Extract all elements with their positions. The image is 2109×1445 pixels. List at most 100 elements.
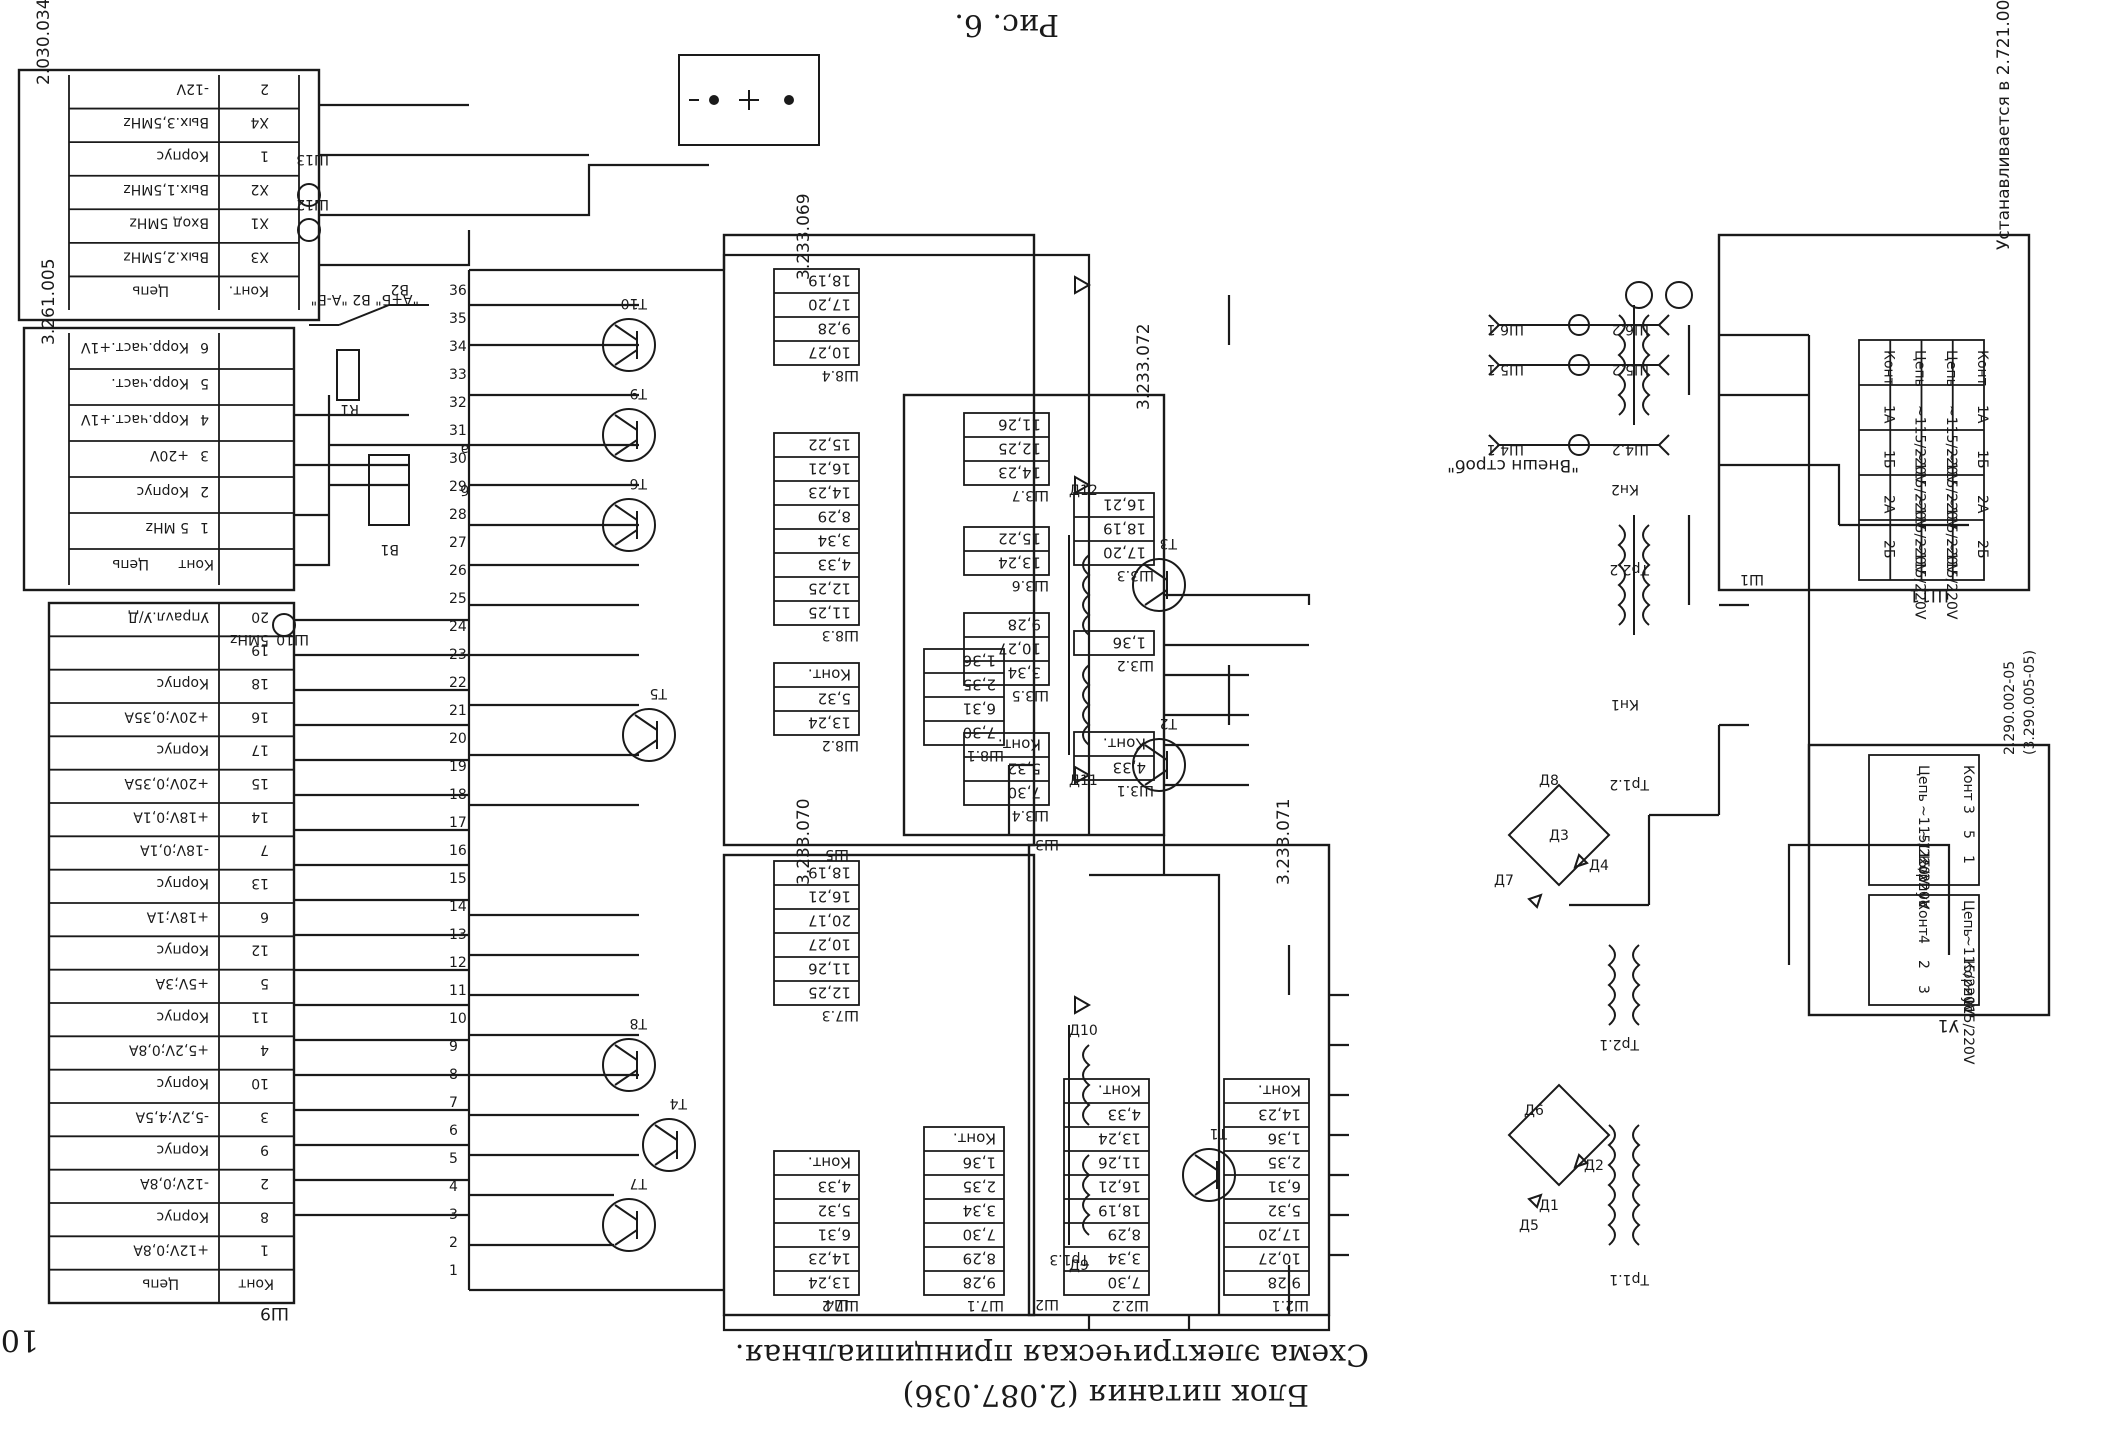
label-kn2: Кн2 [1611, 481, 1639, 497]
b3261-circuit: Корр.част.+1V [80, 339, 189, 355]
label-sh10: Ш10 [276, 631, 309, 647]
sh84-cell: 10,27 [808, 344, 851, 362]
label-sh3: Ш3 [1035, 836, 1059, 852]
sh81-cell: 6,31 [963, 700, 996, 718]
pin-number: 28 [449, 507, 467, 523]
sh34-label: Ш3.4 [1012, 807, 1049, 823]
transistor: Т9 [602, 385, 656, 462]
sh21-cell: 14,23 [1258, 1106, 1301, 1124]
pin-number: 36 [449, 283, 467, 299]
pin-number: 14 [449, 899, 467, 915]
sh36-label: Ш3.6 [1012, 577, 1049, 593]
pin-number: 34 [449, 339, 467, 355]
label-sh52: Ш5.2 [1612, 361, 1649, 377]
b2290-t1-header: Конт [1960, 765, 1976, 801]
b3261-circuit: 5 MHz [146, 519, 189, 535]
b2290-t1-cell: 5 [1960, 830, 1976, 839]
sh34-cell: 5,32 [1008, 760, 1041, 778]
pin-number: 23 [449, 647, 467, 663]
b3261-pin: 3 [200, 447, 209, 463]
sh73-label: Ш7.3 [822, 1007, 859, 1023]
b3261-pin: 6 [200, 339, 209, 355]
pin-number: 12 [449, 955, 467, 971]
b2290-t2-cell: 4 [1915, 935, 1931, 944]
sh9-circuit: +5,2V;0,8A [128, 1042, 209, 1058]
sh73-cell: 18,19 [808, 864, 851, 882]
sh22-cell: 11,26 [1098, 1154, 1141, 1172]
sh9-circuit: +18V;1A [146, 908, 209, 924]
sh9-circuit: +12V;0,8A [133, 1242, 209, 1258]
figure-label: Рис. 6. [954, 7, 1059, 42]
pin-number: 10 [449, 1011, 467, 1027]
sh22-connector: 7,303,348,2918,1916,2111,2613,244,33Конт… [1063, 1078, 1150, 1313]
b2721-cell: ~115/220V [1912, 495, 1928, 575]
sh83-cell: 11,25 [808, 604, 851, 622]
pin-number: 16 [449, 843, 467, 859]
transistor-label: Т8 [630, 1015, 648, 1031]
diode-label: Д6 [1524, 1103, 1544, 1119]
b2290-t2-cell: Корпус [1960, 960, 1976, 1013]
b2030-header-pin: Конт. [229, 283, 269, 299]
transistor: Т7 [602, 1175, 656, 1252]
sh35-label: Ш3.5 [1012, 687, 1049, 703]
transistor: Т5 [622, 685, 676, 762]
sh9-circuit: +20V;0,35A [124, 775, 209, 791]
label-b: б [460, 481, 469, 497]
b2030-circuit: Корпус [156, 148, 209, 164]
sh83-connector: 11,2512,254,333,348,2914,2316,2115,22Ш8.… [773, 432, 860, 643]
diagram-title: Блок питания (2.087.036) [903, 1377, 1309, 1412]
board-3233069: 3.233.069 10,279,2817,2018,19Ш8.411,2512… [722, 193, 1036, 847]
b2721-cell: ~115/220V [1912, 450, 1928, 530]
sh72-cell: 5,32 [818, 1202, 851, 1220]
b2721-cell: ~115/220V [1943, 495, 1959, 575]
sh83-cell: 15,22 [808, 436, 851, 454]
pin-number: 33 [449, 367, 467, 383]
diode-label: Д12 [1069, 483, 1098, 499]
label-sh2: Ш2 [1035, 1296, 1059, 1312]
pin-number: 9 [449, 1039, 458, 1055]
sh9-pin: 12 [251, 942, 269, 958]
b3261-pin: 4 [200, 411, 209, 427]
sh9-circuit: -18V;0,1A [140, 842, 209, 858]
pin-number: 5 [449, 1151, 458, 1167]
transistor-label: Т6 [629, 475, 648, 491]
label-sh51: Ш5.1 [1487, 361, 1524, 377]
b2721-cell: 1Б [1880, 450, 1896, 469]
pin-number: 29 [449, 479, 467, 495]
b2030-circuit: -12V [176, 80, 209, 96]
b2721-cell: 2Б [1880, 540, 1896, 559]
sh21-cell: 17,20 [1258, 1226, 1301, 1244]
board-3233071: 3.233.071 7,303,348,2918,1916,2111,2613,… [1027, 798, 1331, 1317]
sh83-cell: 4,33 [818, 556, 851, 574]
b2721-header: Конт [1880, 350, 1896, 386]
sh9-circuit: Корпус [156, 1142, 209, 1158]
b3261-circuit: Корр.част. [111, 375, 189, 391]
b3261-header-pin: Конт [178, 556, 214, 572]
label-sh62: Ш6.2 [1612, 321, 1649, 337]
sh84-cell: 9,28 [818, 320, 851, 338]
b2030-circuit: Вых.3,5MHz [123, 114, 209, 130]
b2290-t1-cell: 3 [1960, 805, 1976, 814]
b2030-pin: X4 [250, 114, 269, 130]
b3261-circuit: Корр.част.+1V [80, 411, 189, 427]
sh73-cell: 11,26 [808, 960, 851, 978]
sh71-cell: 3,34 [963, 1202, 996, 1220]
sh21-cell: Конт. [1258, 1082, 1301, 1100]
sh21-cell: 6,31 [1268, 1178, 1301, 1196]
diode-label: Д11 [1069, 773, 1098, 789]
label-sh42: Ш4.2 [1612, 441, 1649, 457]
transistor-label: Т9 [630, 385, 648, 401]
external-connectors [272, 54, 1693, 637]
b2721-cell: ~115/220V [1912, 540, 1928, 620]
b2721-cell: 1Б [1974, 450, 1990, 469]
sh22-cell: 16,21 [1098, 1178, 1141, 1196]
transistor: Т3 [1132, 535, 1186, 612]
b2030-header-circuit: Цепь [132, 283, 169, 299]
label-r1: R1 [340, 401, 359, 417]
b2290-t2-cell: 2 [1915, 960, 1931, 969]
sh22-cell: 13,24 [1098, 1130, 1141, 1148]
